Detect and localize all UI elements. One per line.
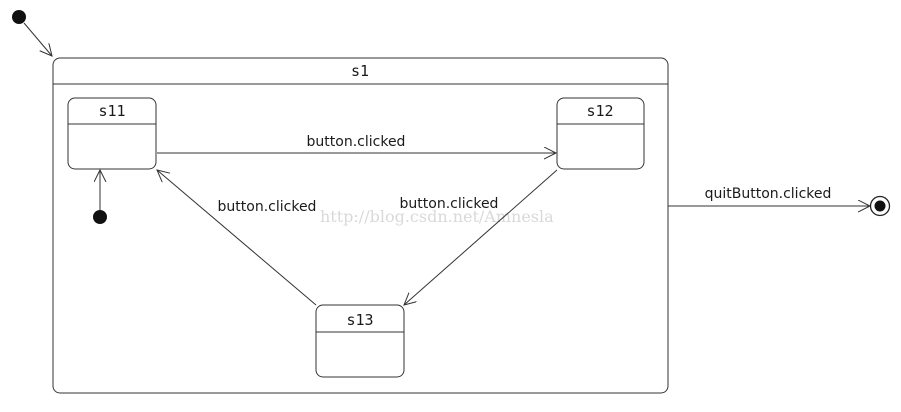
initial-node-top: [12, 10, 26, 24]
state-s11[interactable]: s11: [67, 97, 157, 170]
watermark: http://blog.csdn.net/Amnesla: [320, 207, 554, 226]
state-s1-name: s1: [351, 62, 369, 80]
transition-s12-s13-label: button.clicked: [400, 196, 499, 212]
initial-transition-top: [23, 22, 52, 56]
composite-state-s1[interactable]: s1: [52, 57, 669, 394]
state-s12-name: s12: [586, 102, 613, 120]
transition-s13-s11-label: button.clicked: [218, 199, 317, 215]
initial-node-inner: [93, 210, 107, 224]
state-s13-name: s13: [346, 311, 373, 329]
transition-s12-s13: [404, 169, 558, 305]
state-s12[interactable]: s12: [556, 97, 645, 170]
transition-s13-s11: [157, 170, 317, 306]
state-s11-name: s11: [98, 102, 125, 120]
state-s13[interactable]: s13: [315, 304, 405, 378]
transition-s1-final-label: quitButton.clicked: [705, 186, 832, 202]
final-state: [869, 195, 891, 217]
transition-s11-s12-label: button.clicked: [307, 134, 406, 150]
